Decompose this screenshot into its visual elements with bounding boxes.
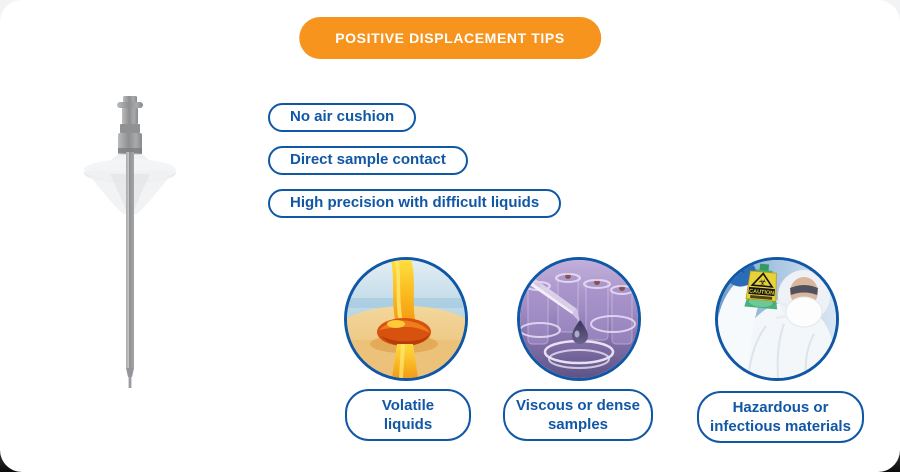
scientist-protective-suit-photo: ☣ CAUTION bbox=[715, 257, 839, 381]
application-label-volatile-liquids: Volatile liquids bbox=[345, 389, 471, 441]
positive-displacement-tip-image bbox=[70, 90, 190, 392]
biohazard-icon: ☣ bbox=[758, 277, 767, 288]
pipette-droplet-glassware-photo bbox=[517, 257, 641, 381]
application-label-hazardous-materials: Hazardous or infectious materials bbox=[697, 391, 864, 443]
pouring-viscous-honey-photo bbox=[344, 257, 468, 381]
caution-label-text: CAUTION bbox=[749, 289, 775, 297]
feature-pill-no-air-cushion: No air cushion bbox=[268, 103, 417, 132]
feature-pill-direct-sample-contact: Direct sample contact bbox=[268, 146, 468, 175]
application-label-viscous-samples: Viscous or dense samples bbox=[503, 389, 653, 441]
feature-pill-high-precision: High precision with difficult liquids bbox=[268, 189, 562, 218]
title-badge: POSITIVE DISPLACEMENT TIPS bbox=[299, 17, 601, 59]
